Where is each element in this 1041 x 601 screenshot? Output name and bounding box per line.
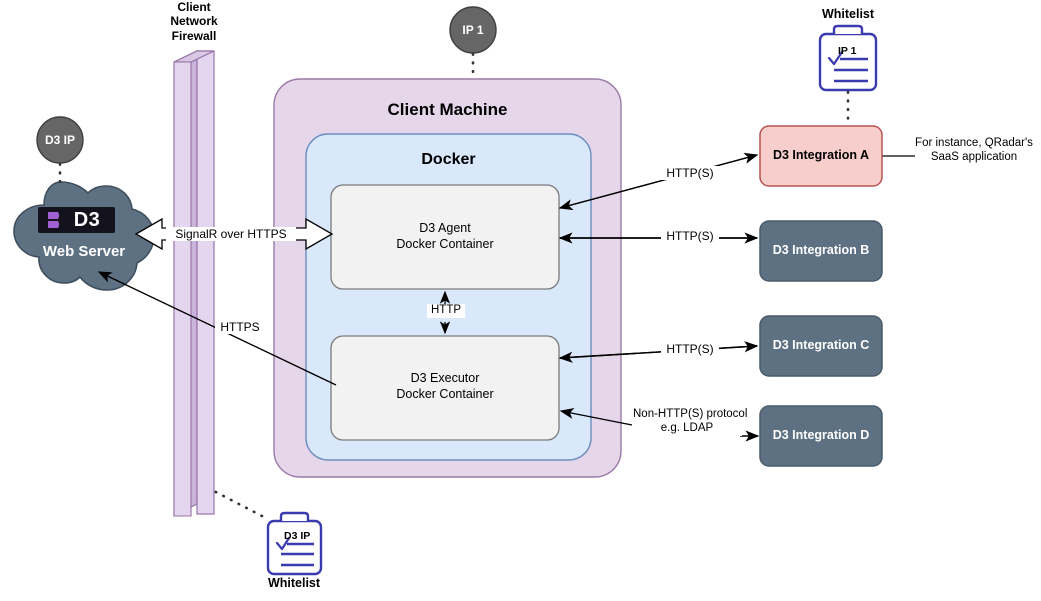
d3-integration-b-label[interactable]: D3 Integration B — [772, 243, 870, 258]
http-s-edge-c — [558, 341, 759, 363]
firewall-shape — [173, 50, 215, 517]
qradar-note-label: For instance, QRadar's SaaS application — [915, 137, 1033, 163]
d3-ip-badge-label: D3 IP — [44, 133, 75, 147]
integration-d-shape — [759, 405, 883, 467]
integration-b-shape — [759, 220, 883, 282]
ip1-badge-label: IP 1 — [462, 23, 484, 37]
non-http-label: Non-HTTP(S) protocol e.g. LDAP — [632, 408, 748, 436]
client-machine-title: Client Machine — [387, 100, 508, 119]
whitelist-ip1-entry: IP 1 — [838, 45, 857, 57]
signalr-edge-label: SignalR over HTTPS — [166, 227, 296, 242]
d3-executor-container-label-line1: D3 Executor — [410, 371, 480, 386]
web-server-cloud-shape — [13, 181, 155, 291]
d3-integration-c-label[interactable]: D3 Integration C — [772, 338, 870, 353]
http-internal-label: HTTP — [427, 304, 465, 318]
d3-agent-container-label-line2: Docker Container — [396, 237, 494, 252]
whitelist-ip1-clipboard-icon — [818, 24, 878, 92]
non-http-edge — [559, 407, 760, 442]
http-s-edge-a — [558, 152, 759, 211]
whitelist-d3ip-entry: D3 IP — [284, 530, 311, 542]
http-s-b-label: HTTP(S) — [661, 229, 719, 244]
d3-logo-icon — [38, 207, 115, 233]
https-edge-label: HTTPS — [215, 320, 265, 335]
d3-agent-container-label-line1: D3 Agent — [419, 221, 471, 236]
d3-logo-text: D3 — [73, 208, 101, 231]
whitelist-d3ip-dotted-connector — [210, 488, 264, 518]
integration-c-shape — [759, 315, 883, 377]
web-server-label: Web Server — [42, 242, 126, 260]
d3-integration-a-label[interactable]: D3 Integration A — [772, 148, 870, 163]
whitelist-ip1-title: Whitelist — [821, 7, 875, 21]
integration-a-shape — [759, 125, 883, 187]
http-s-c-label: HTTP(S) — [661, 342, 719, 357]
whitelist-d3ip-title: Whitelist — [267, 576, 321, 590]
http-s-a-label: HTTP(S) — [661, 166, 719, 181]
docker-title: Docker — [421, 151, 476, 168]
firewall-label: Client Network Firewall — [170, 0, 218, 43]
d3-executor-container-label-line2: Docker Container — [396, 387, 494, 402]
d3-integration-d-label[interactable]: D3 Integration D — [772, 428, 870, 443]
whitelist-d3ip-clipboard-icon — [266, 511, 323, 576]
d3-executor-container-shape — [330, 335, 560, 441]
